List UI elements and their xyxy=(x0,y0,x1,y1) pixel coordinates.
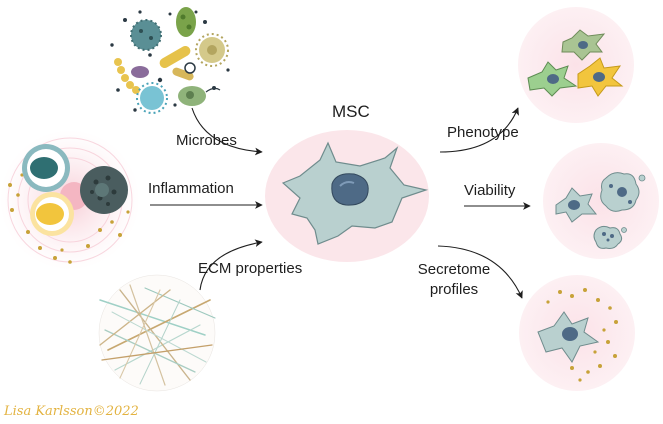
msc-label: MSC xyxy=(332,102,370,121)
arrow-phenotype xyxy=(439,107,519,153)
cell-phenotype-top-icon xyxy=(561,29,606,61)
viability-illustration xyxy=(543,143,659,259)
microbes-illustration xyxy=(105,0,230,122)
cell-phenotype-left-icon xyxy=(527,61,578,97)
cell-viability-dying-icon xyxy=(600,172,646,212)
inflammation-label: Inflammation xyxy=(148,180,234,197)
virus-blue-icon xyxy=(136,82,168,114)
cell-viability-apoptotic-icon xyxy=(593,225,627,249)
arrow-microbes xyxy=(191,107,263,156)
arrow-ecm xyxy=(199,239,263,291)
credit-signature: Lisa Karlsson©2022 xyxy=(4,404,139,419)
secretome-illustration xyxy=(519,275,635,391)
bacillus-icon xyxy=(159,46,194,81)
arrow-secretome xyxy=(437,245,523,299)
phenotype-label: Phenotype xyxy=(447,124,519,141)
microbes-label: Microbes xyxy=(176,132,237,149)
inflammation-illustration xyxy=(0,130,140,270)
lymphocyte-icon xyxy=(30,192,74,236)
msc-nucleus xyxy=(331,173,369,206)
virus-teal-icon xyxy=(130,19,162,51)
viability-label: Viability xyxy=(464,182,516,199)
bacterium-green-icon xyxy=(176,7,196,37)
cell-viability-healthy-icon xyxy=(555,187,598,223)
ecm-properties-label: ECM properties xyxy=(198,260,303,277)
microbe-purple-icon xyxy=(131,66,149,78)
microbe-small-icon xyxy=(184,62,196,74)
phenotype-illustration xyxy=(518,7,634,123)
cell-phenotype-yellow-icon xyxy=(577,57,624,97)
msc-illustration xyxy=(265,130,429,262)
streptococci-icon xyxy=(114,58,140,94)
secretome-profiles-label: Secretome profiles xyxy=(417,261,491,298)
macrophage-icon xyxy=(22,144,70,192)
cell-secretome-icon xyxy=(537,311,600,363)
ecm-illustration xyxy=(98,274,216,392)
virus-spiky-icon xyxy=(195,33,229,67)
neutrophil-icon xyxy=(80,166,128,214)
flagellate-icon xyxy=(178,86,221,106)
arrows xyxy=(150,107,531,299)
